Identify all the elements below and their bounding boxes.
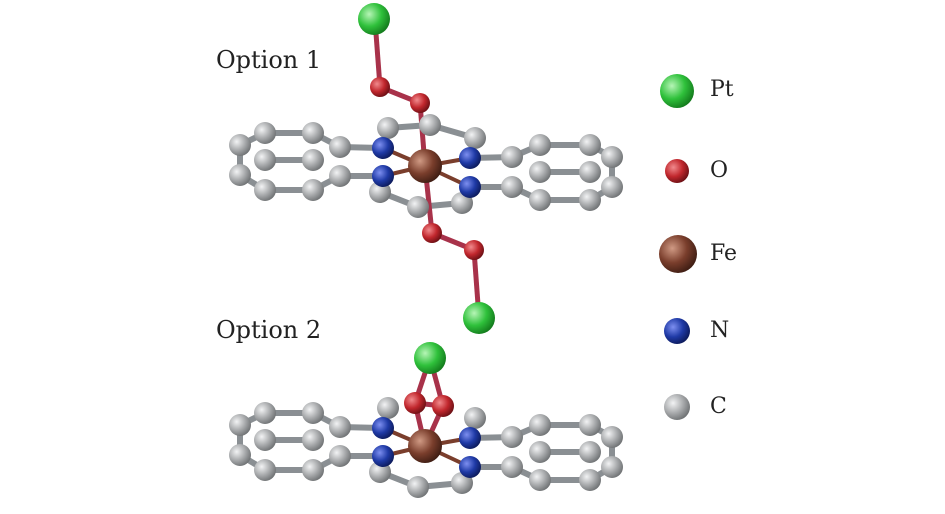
iron-atom [408, 149, 442, 183]
carbon-atom [329, 136, 351, 158]
carbon-atom [579, 161, 601, 183]
legend-o-ball [665, 159, 689, 183]
iron-atom [408, 429, 442, 463]
carbon-atom [419, 114, 441, 136]
carbon-atom [601, 146, 623, 168]
legend-fe-ball [659, 235, 697, 273]
carbon-atom [464, 127, 486, 149]
option1-label: Option 1 [216, 46, 322, 74]
carbon-atom [329, 416, 351, 438]
carbon-atom [254, 429, 276, 451]
option2-label: Option 2 [216, 316, 322, 344]
carbon-atom [407, 476, 429, 498]
carbon-atom [529, 441, 551, 463]
carbon-atom [601, 426, 623, 448]
option1-oxygen-atoms [370, 77, 484, 260]
oxygen-atom [422, 223, 442, 243]
legend-c-ball [664, 394, 690, 420]
option1-carbon-atoms [229, 114, 623, 218]
carbon-atom [377, 117, 399, 139]
carbon-atom [302, 149, 324, 171]
oxygen-atom [370, 77, 390, 97]
option2-nitrogen-atoms [372, 417, 481, 478]
oxygen-atom [464, 240, 484, 260]
carbon-atom [407, 196, 429, 218]
carbon-atom [464, 407, 486, 429]
carbon-atom [329, 165, 351, 187]
platinum-atom [358, 3, 390, 35]
carbon-atom [302, 402, 324, 424]
carbon-atom [302, 429, 324, 451]
nitrogen-atom [372, 445, 394, 467]
carbon-atom [579, 441, 601, 463]
nitrogen-atom [459, 456, 481, 478]
oxygen-atom [432, 395, 454, 417]
carbon-atom [501, 456, 523, 478]
carbon-atom [254, 402, 276, 424]
legend-label-fe: Fe [710, 241, 738, 266]
carbon-atom [579, 189, 601, 211]
legend-markers [659, 74, 697, 420]
carbon-atom [254, 179, 276, 201]
carbon-atom [579, 134, 601, 156]
nitrogen-atom [459, 427, 481, 449]
carbon-atom [229, 414, 251, 436]
carbon-atom [529, 189, 551, 211]
carbon-atom [529, 134, 551, 156]
carbon-atom [501, 176, 523, 198]
legend-label-n: N [710, 318, 730, 343]
oxygen-atom [410, 93, 430, 113]
carbon-atom [529, 469, 551, 491]
carbon-atom [377, 397, 399, 419]
option2-carbon-atoms [229, 397, 623, 498]
legend-n-ball [664, 318, 690, 344]
carbon-atom [254, 459, 276, 481]
legend-label-o: O [710, 158, 729, 183]
carbon-atom [302, 122, 324, 144]
carbon-atom [579, 414, 601, 436]
platinum-atom [463, 302, 495, 334]
carbon-atom [529, 161, 551, 183]
oxygen-atom [404, 392, 426, 414]
carbon-atom [229, 164, 251, 186]
carbon-atom [302, 459, 324, 481]
legend-pt-ball [660, 74, 694, 108]
option1-structure [229, 3, 623, 334]
carbon-atom [329, 445, 351, 467]
carbon-atom [254, 122, 276, 144]
carbon-atom [501, 426, 523, 448]
carbon-atom [501, 146, 523, 168]
legend-label-pt: Pt [710, 77, 734, 102]
carbon-atom [254, 149, 276, 171]
carbon-atom [579, 469, 601, 491]
nitrogen-atom [459, 147, 481, 169]
option2-structure [229, 342, 623, 498]
nitrogen-atom [372, 137, 394, 159]
option2-oxygen-atoms [404, 392, 454, 417]
option1-nitrogen-atoms [372, 137, 481, 198]
platinum-atom [414, 342, 446, 374]
carbon-atom [529, 414, 551, 436]
carbon-atom [229, 134, 251, 156]
nitrogen-atom [459, 176, 481, 198]
carbon-atom [601, 456, 623, 478]
legend-label-c: C [710, 394, 727, 419]
carbon-atom [302, 179, 324, 201]
nitrogen-atom [372, 165, 394, 187]
carbon-atom [601, 176, 623, 198]
carbon-atom [229, 444, 251, 466]
nitrogen-atom [372, 417, 394, 439]
